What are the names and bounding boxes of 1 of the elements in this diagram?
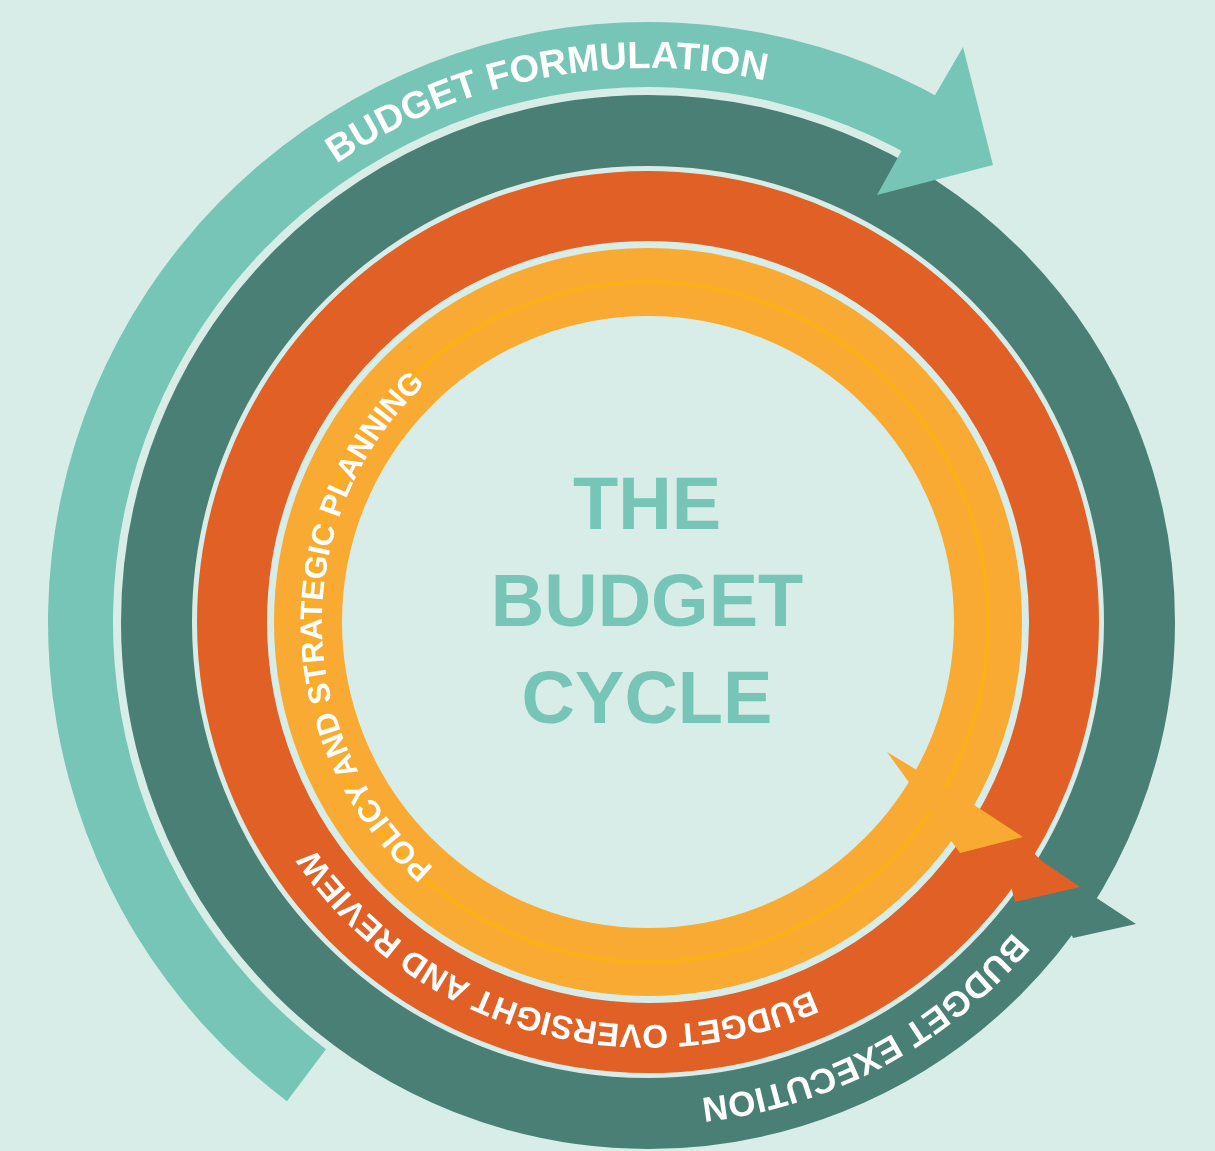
title: THE BUDGET CYCLE [489,461,805,741]
